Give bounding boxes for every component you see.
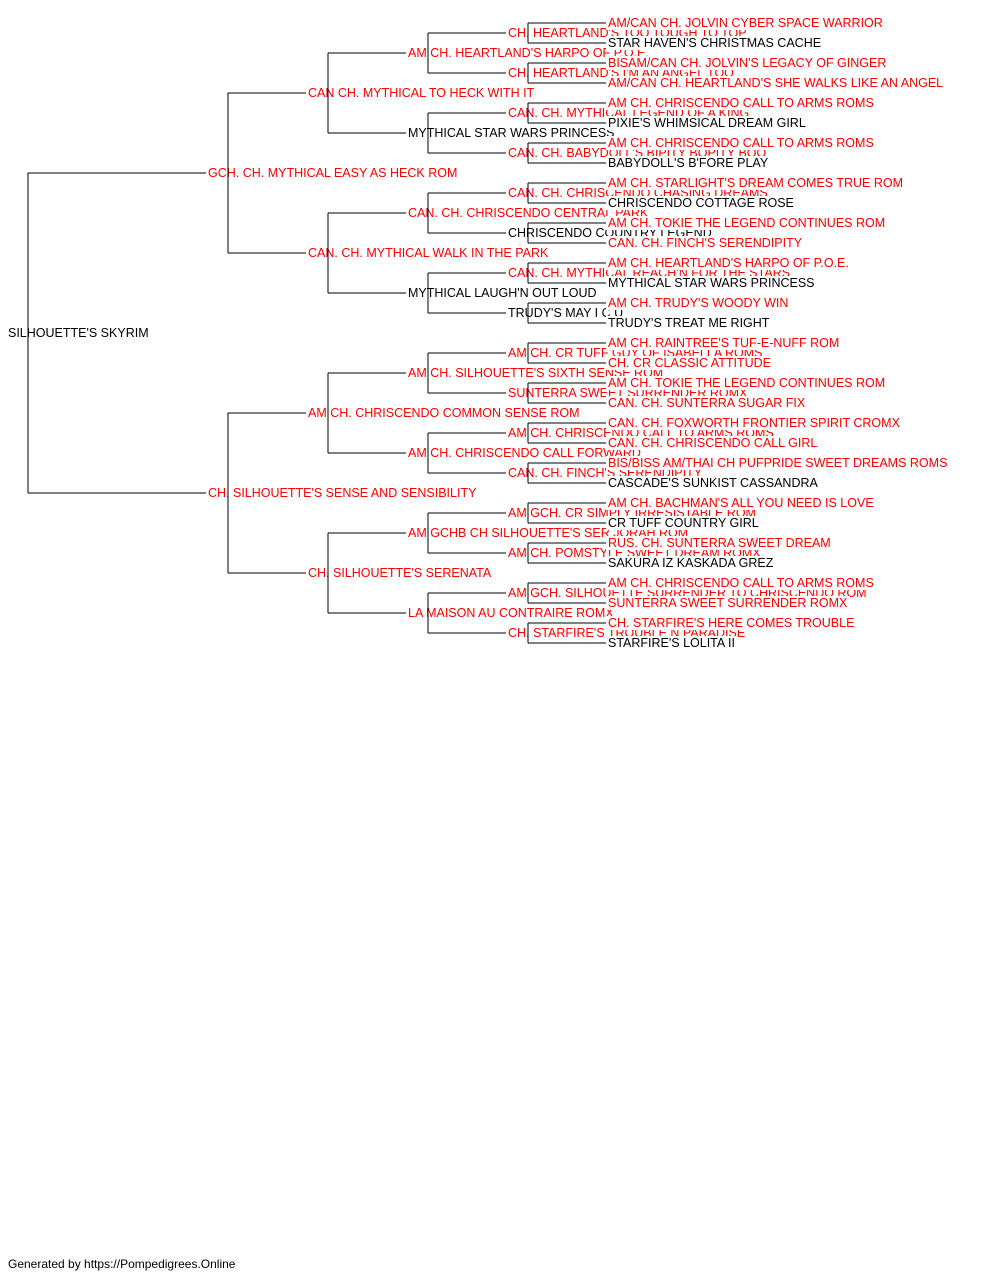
pedigree-name-dam-dam-dam-dam-sire: CH. STARFIRE'S HERE COMES TROUBLE — [608, 616, 854, 630]
pedigree-name-dam-sire-dam-sire-sire: CAN. CH. FOXWORTH FRONTIER SPIRIT CROMX — [608, 416, 901, 430]
pedigree-name-sire-dam-dam-dam-dam: TRUDY'S TREAT ME RIGHT — [608, 316, 770, 330]
generated-by-footer: Generated by https://Pompedigrees.Online — [8, 1257, 236, 1271]
pedigree-name-dam-sire-dam-sire-dam: CAN. CH. CHRISCENDO CALL GIRL — [608, 436, 817, 450]
pedigree-name-dam-sire-dam-dam-dam: CASCADE'S SUNKIST CASSANDRA — [608, 476, 819, 490]
pedigree-name-dam-dam-sire-dam-dam: SAKURA IZ KASKADA GREZ — [608, 556, 774, 570]
pedigree-name-sire-dam-sire-sire-dam: CHRISCENDO COTTAGE ROSE — [608, 196, 794, 210]
pedigree-name-dam-sire-sire-dam-dam: CAN. CH. SUNTERRA SUGAR FIX — [608, 396, 806, 410]
pedigree-name-sire: GCH. CH. MYTHICAL EASY AS HECK ROM — [208, 166, 457, 180]
pedigree-name-dam-sire-sire: AM CH. SILHOUETTE'S SIXTH SENSE ROM — [408, 366, 663, 380]
pedigree-name-sire-sire-dam-dam-sire: AM CH. CHRISCENDO CALL TO ARMS ROMS — [608, 136, 874, 150]
pedigree-name-dam-sire-dam: AM CH. CHRISCENDO CALL FORWARD — [408, 446, 641, 460]
pedigree-name-sire-dam-dam-dam: TRUDY'S MAY I C U — [508, 306, 623, 320]
pedigree-name-dam-sire-sire-sire-dam: CH. CR CLASSIC ATTITUDE — [608, 356, 771, 370]
pedigree-name-sire-sire-dam: MYTHICAL STAR WARS PRINCESS — [408, 126, 615, 140]
pedigree-name-dam-dam-sire-sire-sire: AM CH. BACHMAN'S ALL YOU NEED IS LOVE — [608, 496, 874, 510]
pedigree-name-dam-dam-dam-sire-dam: SUNTERRA SWEET SURRENDER ROMX — [608, 596, 848, 610]
pedigree-name-subject: SILHOUETTE'S SKYRIM — [8, 326, 149, 340]
pedigree-name-sire-sire-sire-dam-dam: AM/CAN CH. HEARTLAND'S SHE WALKS LIKE AN… — [608, 76, 943, 90]
pedigree-name-sire-sire-sire-sire-dam: STAR HAVEN'S CHRISTMAS CACHE — [608, 36, 821, 50]
pedigree-name-dam-dam-sire-sire-dam: CR TUFF COUNTRY GIRL — [608, 516, 759, 530]
pedigree-name-sire-dam-dam: MYTHICAL LAUGH'N OUT LOUD — [408, 286, 597, 300]
pedigree-name-sire-sire-sire: AM CH. HEARTLAND'S HARPO OF P.O.E. — [408, 46, 649, 60]
pedigree-name-dam: CH. SILHOUETTE'S SENSE AND SENSIBILITY — [208, 486, 477, 500]
pedigree-name-dam-dam-dam-sire-sire: AM CH. CHRISCENDO CALL TO ARMS ROMS — [608, 576, 874, 590]
pedigree-name-sire-sire-dam-sire-sire: AM CH. CHRISCENDO CALL TO ARMS ROMS — [608, 96, 874, 110]
pedigree-name-sire-dam-sire: CAN. CH. CHRISCENDO CENTRAL PARK — [408, 206, 649, 220]
pedigree-name-dam-sire: AM CH. CHRISCENDO COMMON SENSE ROM — [308, 406, 580, 420]
pedigree-name-sire-dam: CAN. CH. MYTHICAL WALK IN THE PARK — [308, 246, 549, 260]
pedigree-name-sire-sire-sire-sire-sire: AM/CAN CH. JOLVIN CYBER SPACE WARRIOR — [608, 16, 883, 30]
pedigree-name-dam-dam: CH. SILHOUETTE'S SERENATA — [308, 566, 492, 580]
pedigree-name-sire-dam-dam-sire-dam: MYTHICAL STAR WARS PRINCESS — [608, 276, 815, 290]
pedigree-name-sire-sire-sire-dam-sire: BISAM/CAN CH. JOLVIN'S LEGACY OF GINGER — [608, 56, 886, 70]
pedigree-name-dam-sire-sire-sire-sire: AM CH. RAINTREE'S TUF-E-NUFF ROM — [608, 336, 839, 350]
pedigree-name-dam-dam-dam-dam-dam: STARFIRE'S LOLITA II — [608, 636, 735, 650]
pedigree-name-sire-dam-sire-dam-dam: CAN. CH. FINCH'S SERENDIPITY — [608, 236, 803, 250]
pedigree-name-sire-dam-dam-sire-sire: AM CH. HEARTLAND'S HARPO OF P.O.E. — [608, 256, 849, 270]
pedigree-name-dam-dam-sire-dam-sire: RUS. CH. SUNTERRA SWEET DREAM — [608, 536, 831, 550]
pedigree-name-sire-dam-sire-dam-sire: AM CH. TOKIE THE LEGEND CONTINUES ROM — [608, 216, 885, 230]
pedigree-name-sire-dam-sire-sire-sire: AM CH. STARLIGHT'S DREAM COMES TRUE ROM — [608, 176, 903, 190]
pedigree-name-sire-sire-dam-sire-dam: PIXIE'S WHIMSICAL DREAM GIRL — [608, 116, 806, 130]
pedigree-name-dam-dam-dam: LA MAISON AU CONTRAIRE ROMX — [408, 606, 614, 620]
pedigree-name-sire-sire: CAN CH. MYTHICAL TO HECK WITH IT — [308, 86, 535, 100]
pedigree-name-sire-dam-dam-dam-sire: AM CH. TRUDY'S WOODY WIN — [608, 296, 788, 310]
pedigree-name-sire-sire-dam-dam-dam: BABYDOLL'S B'FORE PLAY — [608, 156, 769, 170]
pedigree-name-dam-sire-sire-dam-sire: AM CH. TOKIE THE LEGEND CONTINUES ROM — [608, 376, 885, 390]
pedigree-name-dam-sire-dam-dam-sire: BIS/BISS AM/THAI CH PUFPRIDE SWEET DREAM… — [608, 456, 947, 470]
